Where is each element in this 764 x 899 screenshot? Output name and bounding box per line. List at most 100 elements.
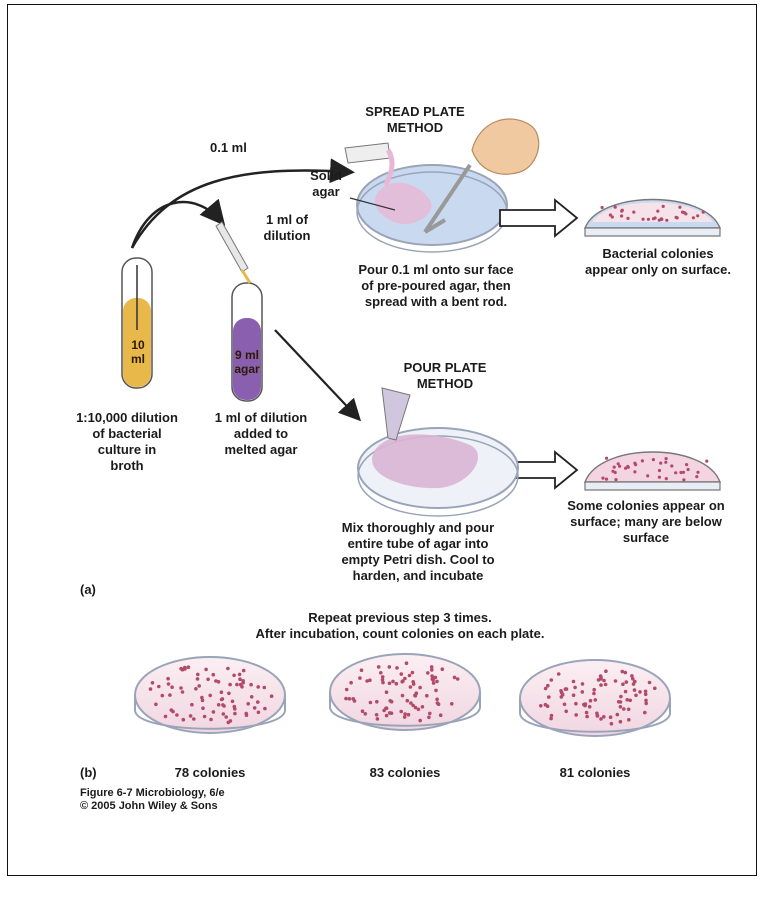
colony-dot [179, 686, 183, 690]
colony-dot [388, 665, 392, 669]
colony-dot [208, 694, 212, 698]
colony-dot [670, 464, 673, 467]
colony-dot [375, 700, 379, 704]
colony-dot [665, 457, 668, 460]
colony-dot [206, 678, 210, 682]
colony-dot [388, 699, 392, 703]
colony-dot [644, 702, 648, 706]
colony-dot [544, 703, 548, 707]
solid-agar-label: Solidagar [296, 168, 356, 200]
agar-tube-volume: 9 mlagar [228, 348, 266, 376]
broth-tube [122, 258, 152, 388]
colony-dot [592, 688, 596, 692]
colony-dot [620, 210, 623, 213]
colony-dot [621, 682, 625, 686]
colony-dot [682, 478, 685, 481]
colony-dot [196, 673, 200, 677]
colony-dot [599, 683, 603, 687]
colony-dot [625, 680, 629, 684]
count-plate-1 [135, 657, 285, 733]
colony-dot [619, 695, 623, 699]
colony-dot [642, 218, 645, 221]
colony-dot [626, 217, 629, 220]
colony-dot [658, 219, 661, 222]
colony-dot [263, 707, 267, 711]
colony-dot [627, 708, 631, 712]
colony-dot [602, 715, 606, 719]
colony-dot [256, 700, 260, 704]
colony-dot [456, 677, 460, 681]
colony-dot [617, 462, 620, 465]
colony-dot [684, 212, 687, 215]
colony-dot [344, 697, 348, 701]
colony-dot [705, 460, 708, 463]
colony-dot [368, 678, 372, 682]
colony-dot [599, 677, 603, 681]
colony-dot [614, 478, 617, 481]
colony-dot [696, 471, 699, 474]
colony-dot [222, 704, 226, 708]
colony-dot [437, 702, 441, 706]
colony-dot [257, 711, 261, 715]
colony-dot [270, 694, 274, 698]
broth-tube-volume: 10ml [124, 338, 152, 366]
colony-dot [361, 709, 365, 713]
colony-dot [585, 711, 589, 715]
colony-dot [418, 719, 422, 723]
colony-dot [653, 687, 657, 691]
colony-dot [624, 690, 628, 694]
colony-dot [652, 458, 655, 461]
colony-dot [395, 666, 399, 670]
colony-dot [430, 668, 434, 672]
colony-dot [190, 703, 194, 707]
colony-dot [604, 669, 608, 673]
colony-dot [589, 699, 593, 703]
colony-dot [634, 694, 638, 698]
colony-dot [242, 669, 246, 673]
colony-dot [399, 710, 403, 714]
colony-dot [358, 676, 362, 680]
colony-dot [181, 690, 185, 694]
colony-dot [572, 680, 576, 684]
colony-dot [157, 685, 161, 689]
colony-dot [594, 698, 598, 702]
colony-dot [610, 722, 614, 726]
colony-dot [602, 679, 606, 683]
pour-plate [358, 388, 518, 516]
colony-dot [212, 673, 216, 677]
colony-dot [627, 718, 631, 722]
colony-dot [196, 677, 200, 681]
colony-dot [560, 695, 564, 699]
colony-dot [620, 214, 623, 217]
colony-dot [616, 713, 620, 717]
colony-dot [233, 712, 237, 716]
colony-dot [658, 469, 661, 472]
colony-dot [604, 683, 608, 687]
colony-dot [560, 691, 564, 695]
colony-dot [574, 713, 578, 717]
colony-dot [630, 674, 634, 678]
colony-dot [407, 713, 411, 717]
colony-dot [539, 704, 543, 708]
colony-dot [665, 477, 668, 480]
colony-dot [217, 680, 221, 684]
colony-dot [369, 701, 373, 705]
colony-dot [385, 690, 389, 694]
count-label-2: 83 colonies [355, 765, 455, 781]
colony-dot [421, 705, 425, 709]
colony-dot [212, 710, 216, 714]
colony-dot [687, 468, 690, 471]
colony-dot [164, 715, 168, 719]
colony-dot [431, 678, 435, 682]
pour-caption: Mix thoroughly and pourentire tube of ag… [318, 520, 518, 584]
colony-dot [400, 672, 404, 676]
arrow-to-tube [132, 202, 222, 248]
colony-dot [656, 210, 659, 213]
colony-dot [633, 688, 637, 692]
colony-dot [685, 463, 688, 466]
colony-dot [583, 704, 587, 708]
colony-dot [665, 219, 668, 222]
colony-dot [385, 714, 389, 718]
colony-dot [217, 703, 221, 707]
colony-dot [549, 717, 553, 721]
